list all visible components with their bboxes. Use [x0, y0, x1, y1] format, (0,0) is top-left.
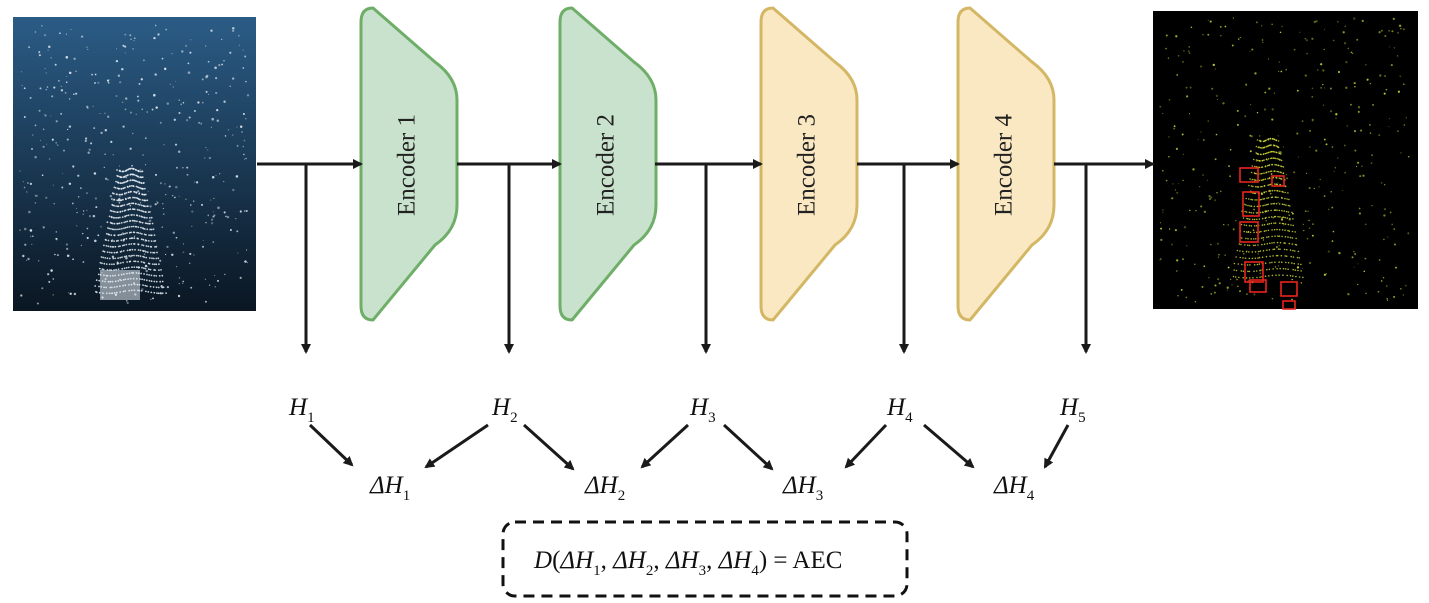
- encoder-label: Encoder 3: [794, 114, 821, 216]
- feature-label-h3: H3: [689, 394, 716, 426]
- encoder-4: Encoder 4: [956, 6, 1056, 322]
- feature-label-h5: H5: [1059, 394, 1086, 426]
- arrow-h3-to-dh2: [640, 423, 690, 469]
- encoder-3: Encoder 3: [759, 6, 859, 322]
- encoder-1: Encoder 1: [359, 6, 459, 322]
- arrow-h1-to-dh1: [308, 423, 354, 467]
- encoder-label: Encoder 2: [593, 114, 620, 216]
- arrow-h4-to-dh3: [844, 423, 888, 469]
- aec-formula-box: D(ΔH1, ΔH2, ΔH3, ΔH4) = AEC: [501, 520, 909, 598]
- feature-labels: H1 H2 H3 H4 H5: [288, 394, 1086, 426]
- arrow-h2-to-dh1: [424, 423, 489, 469]
- arrow-h5-to-dh4: [1043, 424, 1070, 469]
- detection-boxes: [1239, 167, 1298, 310]
- delta-labels: ΔH1 ΔH2 ΔH3 ΔH4: [369, 472, 1035, 504]
- delta-label-dh2: ΔH2: [584, 472, 625, 504]
- arrow-h3-to-dh3: [722, 423, 774, 471]
- aec-formula: D(ΔH1, ΔH2, ΔH3, ΔH4) = AEC: [533, 547, 842, 579]
- encoder-label: Encoder 4: [991, 113, 1018, 216]
- encoder-label: Encoder 1: [394, 114, 421, 216]
- encoder-2: Encoder 2: [558, 6, 658, 322]
- difference-arrows: [308, 423, 1070, 471]
- arrow-h2-to-dh2: [522, 423, 575, 471]
- input-pointcloud-image: [13, 17, 256, 311]
- delta-label-dh4: ΔH4: [993, 472, 1035, 504]
- feature-label-h2: H2: [491, 394, 518, 426]
- feature-label-h4: H4: [886, 394, 913, 426]
- arrow-h4-to-dh4: [923, 423, 975, 469]
- feature-label-h1: H1: [288, 394, 315, 426]
- delta-label-dh1: ΔH1: [369, 472, 410, 504]
- delta-label-dh3: ΔH3: [782, 472, 823, 504]
- output-points: [1159, 17, 1410, 303]
- feature-tap-arrows: [301, 164, 1091, 354]
- encoders: Encoder 1 Encoder 2 Encoder 3 Encoder 4: [359, 6, 1056, 322]
- input-points: [19, 24, 250, 305]
- output-detection-image: [1153, 11, 1418, 310]
